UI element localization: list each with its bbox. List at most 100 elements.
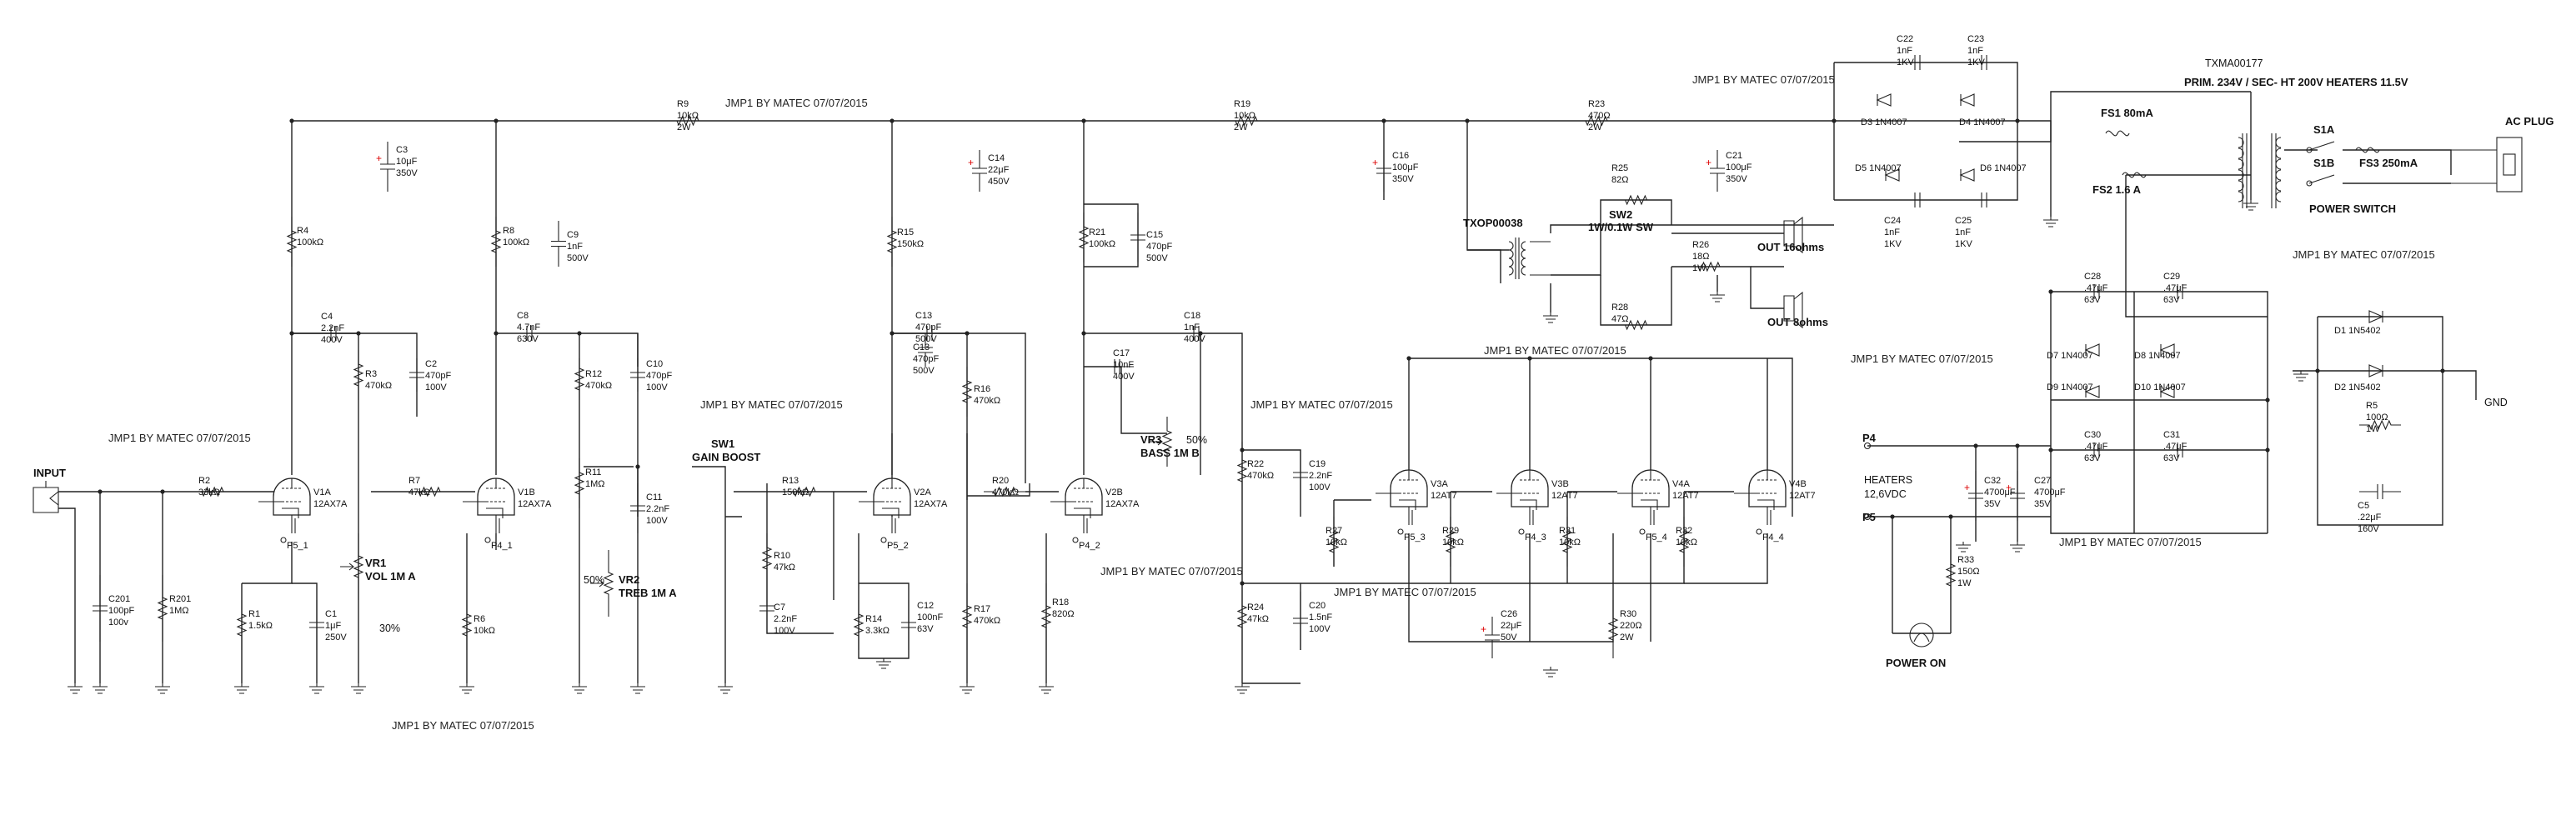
c28-text-1: .47μF bbox=[2084, 283, 2108, 293]
r14-text-1: 3.3kΩ bbox=[865, 626, 890, 636]
c8-text-1: 4.7nF bbox=[517, 322, 540, 332]
r26-text-2: 1W bbox=[1692, 263, 1706, 273]
c19-text-1: 2.2nF bbox=[1309, 471, 1332, 481]
diode-d6: D6 1N4007 bbox=[1959, 163, 2027, 182]
ground-symbol bbox=[309, 683, 324, 694]
c29-text-2: 63V bbox=[2163, 295, 2180, 305]
r32-text-1: 10kΩ bbox=[1676, 538, 1697, 548]
c23-text-1: 1nF bbox=[1967, 46, 1983, 56]
note-4: JMP1 BY MATEC 07/07/2015 bbox=[700, 398, 843, 411]
r8-text-1: 100kΩ bbox=[503, 238, 529, 248]
r8-text-0: R8 bbox=[503, 226, 514, 236]
ground-symbol bbox=[630, 683, 645, 694]
c2-text-0: C2 bbox=[425, 359, 437, 369]
c10-text-2: 100V bbox=[646, 382, 668, 392]
r23-text-2: 2W bbox=[1588, 122, 1602, 132]
note-6: JMP1 BY MATEC 07/07/2015 bbox=[1484, 344, 1626, 357]
c22-text-0: C22 bbox=[1897, 34, 1913, 44]
tube-type: 12AT7 bbox=[1789, 491, 1816, 501]
r12-text-0: R12 bbox=[585, 369, 602, 379]
ground-symbol bbox=[2243, 200, 2258, 211]
ground-symbol bbox=[351, 683, 366, 694]
c9-text-0: C9 bbox=[567, 230, 579, 240]
d3-text: D3 1N4007 bbox=[1861, 118, 1907, 128]
polarity-mark: + bbox=[968, 157, 974, 168]
diode-d5: D5 1N4007 bbox=[1855, 163, 1902, 182]
r3-text-1: 470kΩ bbox=[365, 381, 392, 391]
ground-symbol bbox=[93, 683, 108, 694]
c17-text-1: 10nF bbox=[1113, 360, 1134, 370]
c20-text-1: 1.5nF bbox=[1309, 612, 1332, 622]
r14-text-0: R14 bbox=[865, 614, 882, 624]
c13-text-0: C13 bbox=[915, 311, 932, 321]
c7-text-2: 100V bbox=[774, 626, 795, 636]
r1-text-1: 1.5kΩ bbox=[248, 621, 273, 631]
c3-text-2: 350V bbox=[396, 168, 418, 178]
r22-text-1: 470kΩ bbox=[1247, 471, 1274, 481]
junction-dot bbox=[494, 118, 499, 123]
r13-text-0: R13 bbox=[782, 476, 799, 486]
vr2-percent: 50% bbox=[584, 574, 604, 586]
tube-pin: P4_2 bbox=[1079, 541, 1100, 551]
mains-transformer bbox=[2238, 133, 2282, 208]
tube-ref: V2A bbox=[914, 488, 931, 498]
c17-text-0: C17 bbox=[1113, 348, 1130, 358]
tube-ref: V2B bbox=[1105, 488, 1123, 498]
c11-text-0: C11 bbox=[646, 492, 662, 502]
c31-text-0: C31 bbox=[2163, 430, 2180, 440]
r7-text-0: R7 bbox=[408, 476, 420, 486]
c32-text-0: C32 bbox=[1984, 476, 2001, 486]
r4-text-1: 100kΩ bbox=[297, 238, 323, 248]
junction-dot bbox=[1240, 448, 1245, 452]
c1-text-1: 1μF bbox=[325, 621, 341, 631]
junction-dot bbox=[1081, 331, 1086, 336]
c14-text-2: 450V bbox=[988, 177, 1010, 187]
resistor-r8: R8 100kΩ bbox=[490, 217, 529, 267]
c201-text-1: 100pF bbox=[108, 606, 134, 616]
c201-text-0: C201 bbox=[108, 594, 130, 604]
junction-dot bbox=[2048, 289, 2053, 294]
junction-dot bbox=[2440, 368, 2445, 373]
c18-text-0: C18 bbox=[1184, 311, 1200, 321]
d6-text: D6 1N4007 bbox=[1980, 163, 2027, 173]
note-12: JMP1 BY MATEC 07/07/2015 bbox=[2293, 248, 2435, 261]
sw2-ref: SW2 bbox=[1609, 208, 1632, 221]
c15-text-2: 500V bbox=[1146, 253, 1168, 263]
junction-dot bbox=[1240, 581, 1245, 586]
junction-dot bbox=[890, 331, 895, 336]
tube-type: 12AX7A bbox=[914, 499, 948, 509]
r18-text-0: R18 bbox=[1052, 598, 1069, 608]
r11-text-0: R11 bbox=[585, 468, 601, 478]
c16-text-2: 350V bbox=[1392, 174, 1414, 184]
polarity-mark: + bbox=[1481, 623, 1486, 635]
c9-text-1: 1nF bbox=[567, 242, 583, 252]
r1-text-0: R1 bbox=[248, 609, 260, 619]
tube-ref: V4A bbox=[1672, 479, 1690, 489]
r25-text-1: 82Ω bbox=[1611, 175, 1628, 185]
r24-text-0: R24 bbox=[1247, 602, 1264, 612]
c30-text-0: C30 bbox=[2084, 430, 2101, 440]
r33-text-0: R33 bbox=[1957, 555, 1974, 565]
switch-s1a: S1A bbox=[2306, 123, 2335, 153]
input-label: INPUT bbox=[33, 467, 66, 479]
r5-text-0: R5 bbox=[2366, 401, 2378, 411]
tube-type: 12AX7A bbox=[518, 499, 552, 509]
p4-label: P4 bbox=[1862, 432, 1877, 444]
c28-text-0: C28 bbox=[2084, 272, 2101, 282]
c24-text-0: C24 bbox=[1884, 216, 1901, 226]
r9-text-1: 10kΩ bbox=[677, 111, 699, 121]
pot-value: TREB 1M A bbox=[619, 587, 677, 599]
